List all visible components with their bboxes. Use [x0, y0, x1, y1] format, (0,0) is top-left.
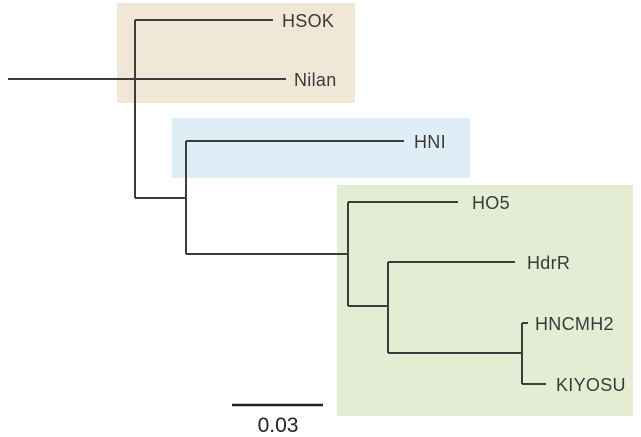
taxon-label-hdrr: HdrR	[527, 253, 570, 273]
scale-bar-label: 0.03	[258, 414, 299, 437]
taxon-label-nilan: Nilan	[294, 70, 337, 90]
clade-highlight-hni	[172, 118, 470, 178]
tree-branches	[8, 19, 546, 385]
taxon-label-hsok: HSOK	[282, 11, 334, 31]
taxon-label-hncmh2: HNCMH2	[535, 314, 614, 334]
taxon-label-kiyosu: KIYOSU	[556, 375, 626, 395]
taxon-label-hni: HNI	[414, 132, 446, 152]
clade-highlight-ho5-group	[337, 185, 633, 416]
taxon-label-ho5: HO5	[472, 193, 510, 213]
scale-bar-group: 0.03	[232, 403, 323, 437]
taxa-labels: HSOK Nilan HNI HO5 HdrR HNCMH2 KIYOSU	[282, 11, 626, 395]
